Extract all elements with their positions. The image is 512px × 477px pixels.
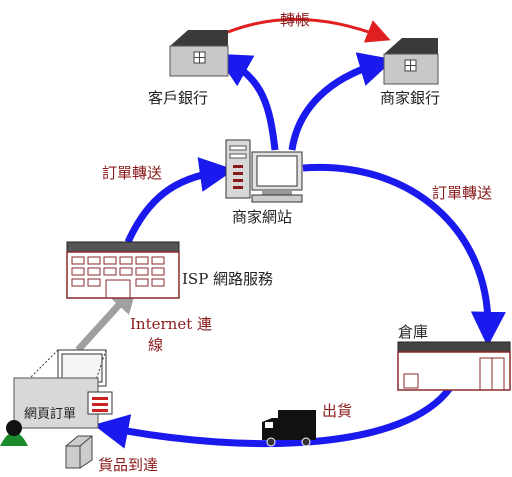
order-send-right-label: 訂單轉送 xyxy=(432,184,492,202)
warehouse-to-customer-arrow xyxy=(93,385,453,449)
order-send-left-label: 訂單轉送 xyxy=(102,164,162,182)
warehouse-icon xyxy=(397,341,511,391)
goods-arrive-label: 貨品到達 xyxy=(98,456,158,474)
delivery-truck-icon xyxy=(262,410,316,447)
site-to-merchant-bank-arrow xyxy=(288,52,395,151)
merchant-site-computer-icon xyxy=(225,139,303,203)
isp-label: ISP 網路服務 xyxy=(182,270,273,288)
ship-label: 出貨 xyxy=(322,402,352,420)
isp-to-site-arrow xyxy=(124,157,235,244)
customer-person-icon xyxy=(0,420,28,446)
internet-label-line1: Internet 連 xyxy=(130,315,212,333)
internet-label-line2: 線 xyxy=(148,336,163,354)
transfer-arrow xyxy=(227,17,391,43)
merchant-bank-icon xyxy=(383,38,439,85)
isp-building-icon xyxy=(66,241,180,299)
warehouse-label: 倉庫 xyxy=(398,323,428,341)
web-order-label: 網頁訂單 xyxy=(24,406,76,422)
site-to-customer-bank-arrow xyxy=(215,53,279,151)
transfer-label: 轉帳 xyxy=(280,11,310,29)
site-to-warehouse-arrow xyxy=(302,163,506,347)
merchant-site-label: 商家網站 xyxy=(232,208,292,226)
customer-computer-icon xyxy=(13,349,113,429)
customer-bank-label: 客戶銀行 xyxy=(148,89,208,107)
internet-connection-arrow xyxy=(75,284,138,353)
merchant-bank-label: 商家銀行 xyxy=(380,89,440,107)
customer-bank-icon xyxy=(169,30,229,77)
goods-box-icon xyxy=(65,435,93,469)
